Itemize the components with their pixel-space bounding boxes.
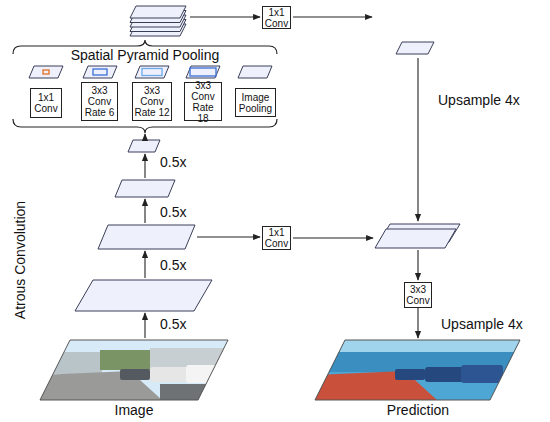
kernel-marker bbox=[43, 70, 49, 74]
box-label: 3x3 Conv Rate 12 bbox=[134, 85, 170, 118]
photo-sky bbox=[40, 340, 230, 400]
flow-arrow bbox=[144, 313, 145, 338]
conv-box: 1x1 Conv bbox=[30, 88, 62, 118]
axis-caption: Atrous Convolution bbox=[12, 190, 28, 330]
panel-caption: Prediction bbox=[315, 402, 521, 418]
feature-map bbox=[29, 66, 63, 78]
feature-map bbox=[98, 225, 195, 249]
group-title: Spatial Pyramid Pooling bbox=[11, 47, 279, 63]
input-photo bbox=[40, 340, 230, 400]
flow-arrow bbox=[293, 16, 372, 17]
conv-box: 1x1 Conv bbox=[262, 226, 291, 250]
pooling-box: Image Pooling bbox=[235, 88, 276, 117]
box-label: 1x1 Conv bbox=[264, 7, 289, 29]
scale-label: 0.5x bbox=[160, 257, 200, 273]
photo-tree bbox=[100, 350, 152, 370]
prediction-panel: Prediction bbox=[315, 338, 521, 418]
segment-region bbox=[315, 340, 521, 400]
flow-arrow bbox=[190, 16, 260, 17]
photo-car bbox=[186, 365, 228, 383]
feature-map bbox=[128, 140, 160, 152]
prediction-map bbox=[315, 340, 521, 400]
box-label: 3x3 Conv bbox=[406, 284, 430, 306]
photo-frame bbox=[315, 340, 520, 400]
flow-arrow bbox=[144, 199, 145, 223]
photo-frame bbox=[40, 340, 228, 400]
conv-box: 3x3 Conv Rate 18 bbox=[184, 82, 222, 121]
pyramid-group: Spatial Pyramid Pooling 1x1 Conv 3x3 Conv … bbox=[11, 40, 279, 133]
feature-map bbox=[238, 66, 272, 78]
feature-map bbox=[375, 229, 456, 248]
feature-map bbox=[83, 66, 117, 78]
kernel-marker bbox=[142, 69, 162, 76]
feature-map bbox=[135, 66, 169, 78]
conv-box: 3x3 Conv Rate 6 bbox=[81, 82, 118, 121]
edge-label: Upsample 4x bbox=[441, 316, 541, 332]
photo-building bbox=[40, 352, 102, 374]
kernel-marker bbox=[190, 68, 216, 76]
feature-map bbox=[115, 180, 175, 197]
box-label: 3x3 Conv Rate 18 bbox=[186, 80, 220, 124]
segment-sky bbox=[315, 340, 521, 353]
feature-map bbox=[75, 280, 212, 311]
conv-box: 1x1 Conv bbox=[262, 6, 291, 29]
photo-pavement bbox=[160, 384, 230, 400]
box-label: 1x1 Conv bbox=[32, 92, 60, 114]
scale-label: 0.5x bbox=[160, 316, 200, 332]
feature-map bbox=[396, 42, 434, 54]
flow-arrow bbox=[417, 250, 418, 280]
conv-box: 3x3 Conv Rate 12 bbox=[132, 82, 172, 121]
feature-map bbox=[186, 66, 220, 78]
scale-label: Upsample 4x bbox=[438, 92, 538, 108]
flow-arrow bbox=[197, 236, 260, 237]
segment-car bbox=[461, 365, 503, 383]
box-label: Image Pooling bbox=[237, 92, 274, 114]
photo-car bbox=[150, 367, 190, 382]
box-label: 1x1 Conv bbox=[264, 227, 289, 249]
kernel-marker bbox=[93, 69, 107, 75]
flow-arrow bbox=[144, 251, 145, 278]
scale-label: 0.5x bbox=[160, 204, 200, 220]
flow-arrow bbox=[144, 154, 145, 178]
feature-map bbox=[130, 6, 186, 18]
panel-caption: Image bbox=[40, 402, 228, 418]
segment-car bbox=[395, 369, 425, 380]
box-label: 3x3 Conv Rate 6 bbox=[83, 85, 116, 118]
flow-arrow bbox=[417, 58, 418, 221]
photo-car bbox=[120, 369, 150, 380]
segment-car bbox=[425, 367, 465, 382]
flow-arrow bbox=[144, 134, 145, 140]
image-panel: Image bbox=[40, 338, 228, 418]
flow-arrow bbox=[293, 237, 373, 238]
conv-box: 3x3 Conv bbox=[404, 282, 432, 308]
connector-arrow bbox=[417, 308, 418, 338]
scale-label: 0.5x bbox=[160, 154, 200, 170]
